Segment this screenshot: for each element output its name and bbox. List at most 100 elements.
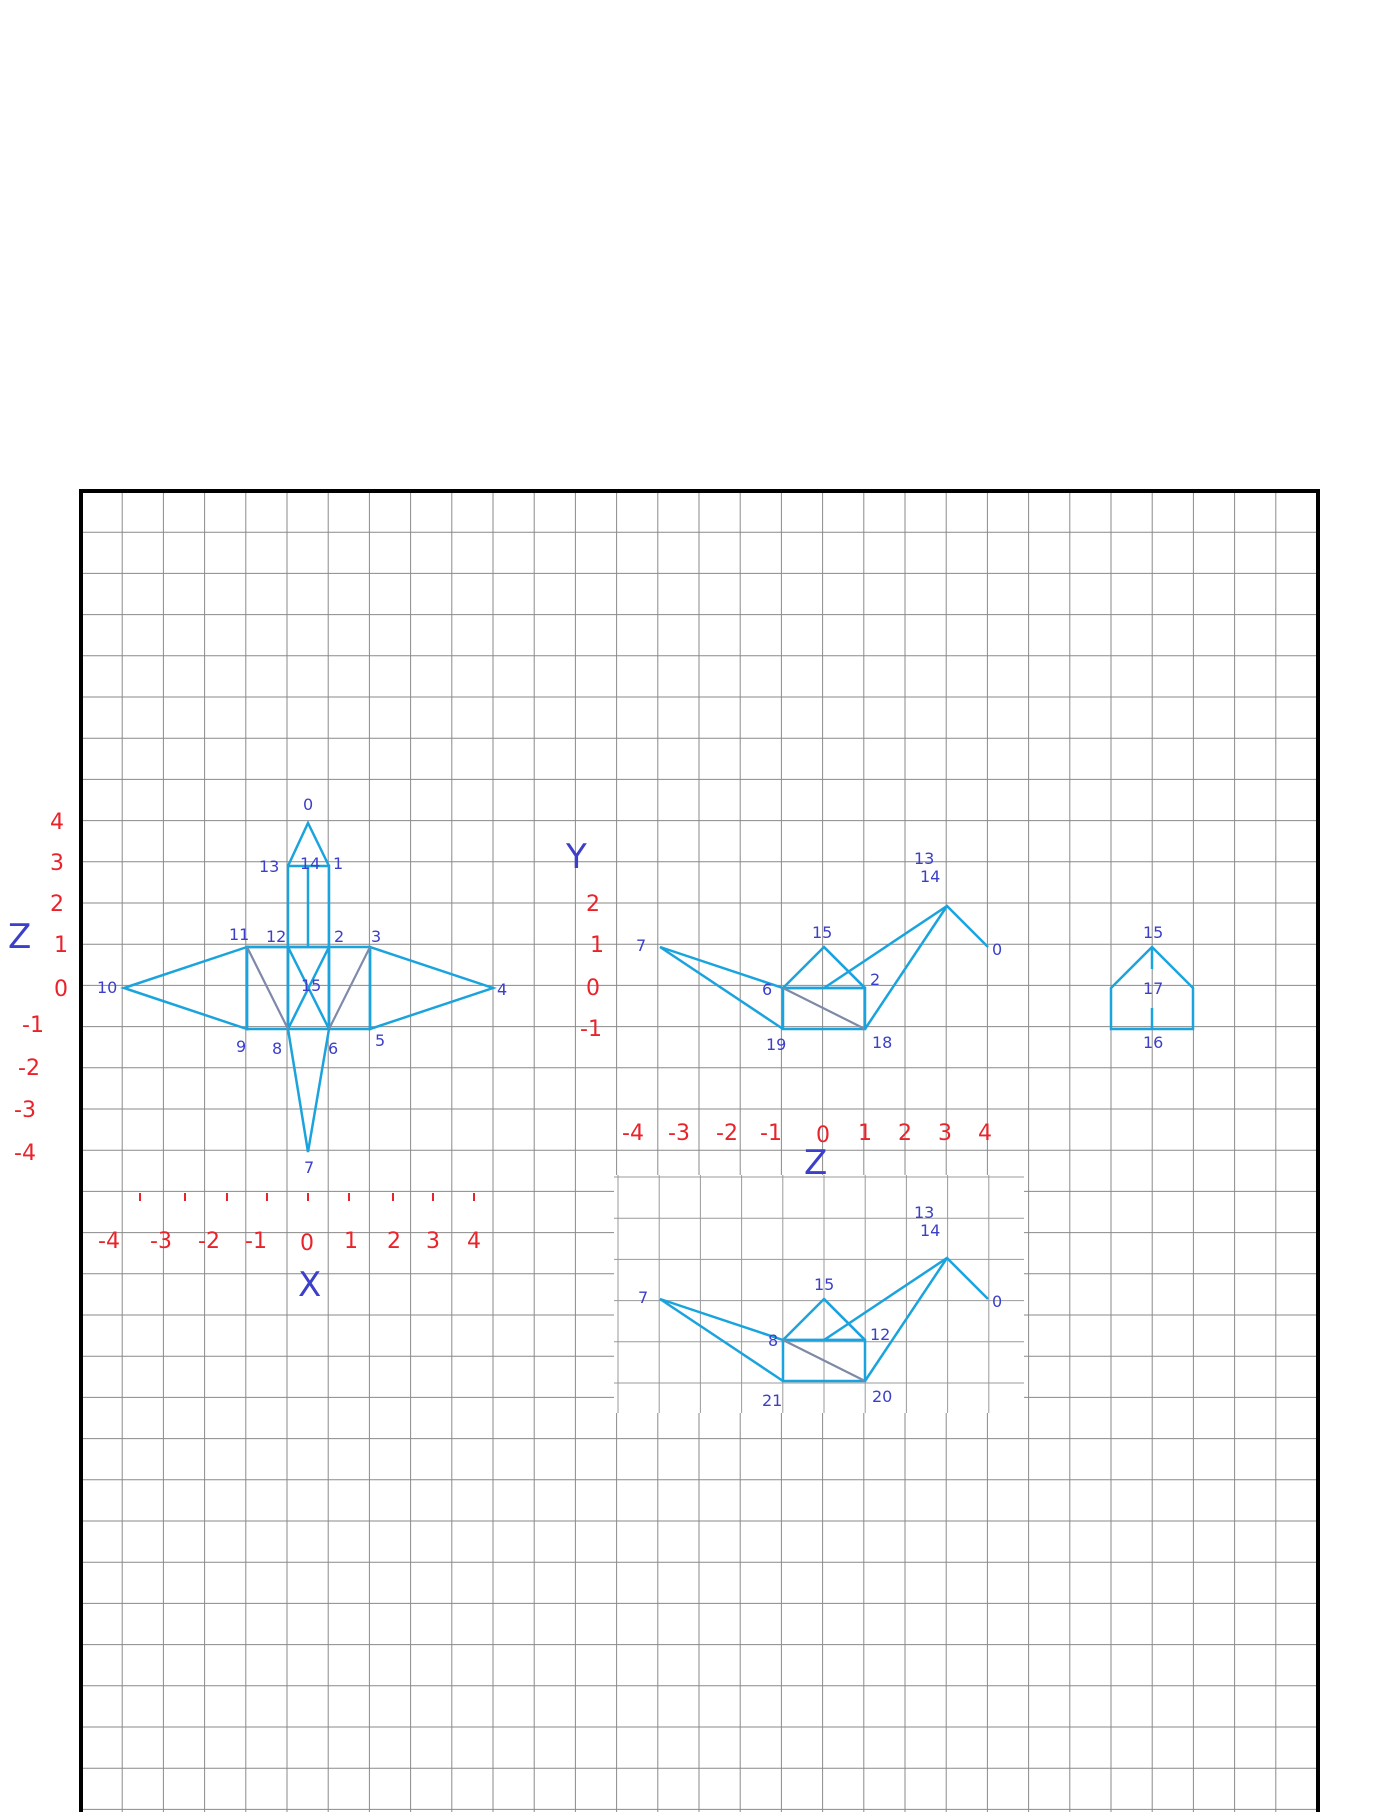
z-tick-label: 0: [54, 977, 68, 1002]
top-roof-inner: [823, 1298, 866, 1341]
side-neck-upper: [823, 904, 989, 990]
z-tick-label: 2: [898, 1121, 912, 1146]
x-tick-label: -3: [150, 1229, 172, 1254]
z-tick-label: 2: [50, 892, 64, 917]
z-axis-title: Z: [8, 917, 31, 957]
z-tick-label: -3: [14, 1098, 36, 1123]
front-x-axis-ticks: -4 -3 -2 -1 0 1 2 3 4 X: [98, 1193, 481, 1305]
vertex-label: 6: [762, 980, 772, 999]
vertex-label: 14: [300, 854, 320, 873]
vertex-label: 8: [272, 1039, 282, 1058]
side-y-axis-ticks: Y 2 1 0 -1: [565, 837, 604, 1042]
front-vertex-labels: 0 13 14 1 11 12 2 3 10 15 4 9 8 6 5 7: [97, 795, 507, 1177]
x-tick-label: 2: [387, 1229, 401, 1254]
vertex-label: 14: [920, 867, 940, 886]
vertex-label: 15: [1143, 923, 1163, 942]
z-tick-label: -4: [14, 1141, 36, 1166]
vertex-label: 7: [636, 936, 646, 955]
y-axis-title: Y: [565, 837, 587, 877]
side-hidden-diagonal: [782, 987, 866, 1030]
x-axis-title: X: [298, 1265, 321, 1305]
vertex-label: 11: [229, 925, 249, 944]
inset-grid-patch: [614, 1175, 1024, 1413]
vertex-label: 17: [1143, 979, 1163, 998]
vertex-label: 1: [333, 854, 343, 873]
vertex-label: 19: [766, 1035, 786, 1054]
z-tick-label: -2: [716, 1121, 738, 1146]
right-wing-box: [327, 945, 372, 1031]
z-tick-label: -4: [622, 1121, 644, 1146]
side-neck-lower: [863, 905, 949, 1030]
side-z-axis-ticks: -4 -3 -2 -1 0 1 2 3 4 Z: [622, 1121, 992, 1183]
vertex-label: 12: [870, 1325, 890, 1344]
house-vertex-labels: 15 17 16: [1143, 923, 1163, 1052]
vertex-label: 4: [497, 980, 507, 999]
vertex-label: 20: [872, 1387, 892, 1406]
vertex-label: 2: [334, 927, 344, 946]
top-tail-lower: [659, 1297, 784, 1383]
vertex-label: 14: [920, 1221, 940, 1240]
z-tick-label: -2: [18, 1056, 40, 1081]
z-tick-label: 1: [54, 933, 68, 958]
x-tick-label: -4: [98, 1229, 120, 1254]
x-axis-tick-marks: [139, 1193, 475, 1201]
vertex-label: 5: [375, 1031, 385, 1050]
vertex-label: 0: [992, 940, 1002, 959]
house-view-figure: [1109, 945, 1195, 1031]
paper-frame: [79, 489, 1320, 1812]
x-tick-label: 0: [300, 1231, 314, 1256]
y-tick-label: 1: [590, 933, 604, 958]
vertex-label: 18: [872, 1033, 892, 1052]
vertex-label: 2: [870, 970, 880, 989]
right-wing-edge: [368, 945, 497, 1031]
front-view-figure: [120, 820, 497, 1153]
vertex-label: 6: [328, 1039, 338, 1058]
vertex-label: 13: [259, 857, 279, 876]
front-z-axis-ticks: 4 3 2 1 0 -1 -2 -3 -4 Z: [8, 810, 68, 1166]
vertex-label: 13: [914, 1203, 934, 1222]
vertex-label: 8: [768, 1331, 778, 1350]
top-neck-lower: [863, 1257, 949, 1382]
vertex-label: 3: [371, 927, 381, 946]
inset-patch-background: [614, 1175, 1024, 1413]
vertex-label: 13: [914, 849, 934, 868]
left-wing-edge: [120, 945, 249, 1031]
z-tick-label: 3: [50, 851, 64, 876]
z-tick-label: 0: [816, 1123, 830, 1148]
x-tick-label: 3: [426, 1229, 440, 1254]
x-tick-label: -1: [245, 1229, 267, 1254]
side-roof-inner: [823, 946, 866, 989]
top-spire-edge: [286, 820, 331, 867]
y-tick-label: 2: [586, 892, 600, 917]
vertex-label: 21: [762, 1391, 782, 1410]
vertex-label: 15: [812, 923, 832, 942]
z-tick-label: 1: [858, 1121, 872, 1146]
y-tick-label: -1: [580, 1017, 602, 1042]
hidden-edge-11-8: [246, 946, 289, 1030]
z-tick-label: 4: [978, 1121, 992, 1146]
z-tick-label: -3: [668, 1121, 690, 1146]
z-axis-title: Z: [804, 1143, 827, 1183]
z-tick-label: 4: [50, 810, 64, 835]
x-tick-label: 4: [467, 1229, 481, 1254]
top-hidden-diagonal: [782, 1339, 866, 1382]
z-tick-label: 3: [938, 1121, 952, 1146]
vertex-label: 15: [814, 1275, 834, 1294]
side-view-figure: [659, 904, 989, 1031]
hidden-edge-3-6: [328, 946, 371, 1030]
y-tick-label: 0: [586, 976, 600, 1001]
vertex-label: 0: [303, 795, 313, 814]
z-tick-label: -1: [22, 1013, 44, 1038]
vertex-label: 0: [992, 1292, 1002, 1311]
vertex-label: 7: [638, 1288, 648, 1307]
x-tick-label: -2: [198, 1229, 220, 1254]
side-tail-lower: [659, 945, 784, 1031]
vertex-label: 16: [1143, 1033, 1163, 1052]
x-tick-label: 1: [344, 1229, 358, 1254]
vertex-label: 12: [266, 927, 286, 946]
vertex-label: 15: [301, 976, 321, 995]
vertex-label: 9: [236, 1037, 246, 1056]
z-tick-label: -1: [760, 1121, 782, 1146]
house-outline: [1109, 945, 1195, 1031]
vertex-label: 7: [304, 1158, 314, 1177]
